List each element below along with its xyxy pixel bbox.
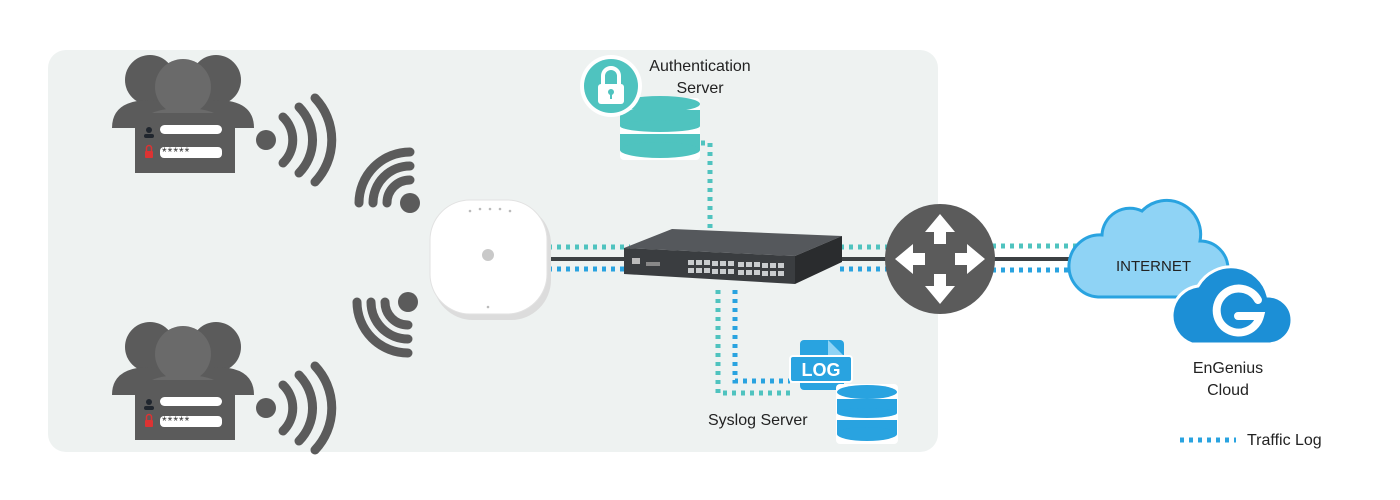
ap-wifi-lower-icon — [352, 292, 418, 358]
authentication-server-icon — [580, 55, 700, 160]
wifi-signal-top-icon — [256, 93, 337, 187]
user-group-top-icon — [112, 55, 254, 173]
login-form-top — [144, 125, 222, 158]
internet-label: INTERNET — [1116, 258, 1191, 275]
auth-traffic-line — [665, 140, 713, 232]
password-mask-bottom: ***** — [162, 414, 191, 428]
ap-wifi-upper-icon — [354, 147, 420, 213]
engenius-cloud-label: EnGenius Cloud — [1192, 360, 1264, 399]
syslog-traffic-outer — [715, 290, 790, 396]
wifi-signal-bottom-icon — [256, 361, 337, 455]
router-icon — [885, 204, 995, 314]
engenius-cloud-icon — [1170, 265, 1294, 346]
internet-cloud-icon — [1067, 198, 1230, 299]
login-form-bottom — [144, 397, 222, 427]
password-mask-top: ***** — [162, 145, 191, 159]
log-badge-text: LOG — [802, 360, 841, 380]
syslog-traffic-inner — [732, 290, 790, 384]
network-switch-device — [624, 229, 842, 284]
legend-traffic-log-label: Traffic Log — [1247, 432, 1322, 449]
authentication-server-label: Authentication Server — [649, 58, 751, 97]
syslog-server-icon: LOG — [789, 340, 898, 444]
access-point-device — [429, 199, 551, 320]
syslog-server-label: Syslog Server — [708, 412, 808, 429]
